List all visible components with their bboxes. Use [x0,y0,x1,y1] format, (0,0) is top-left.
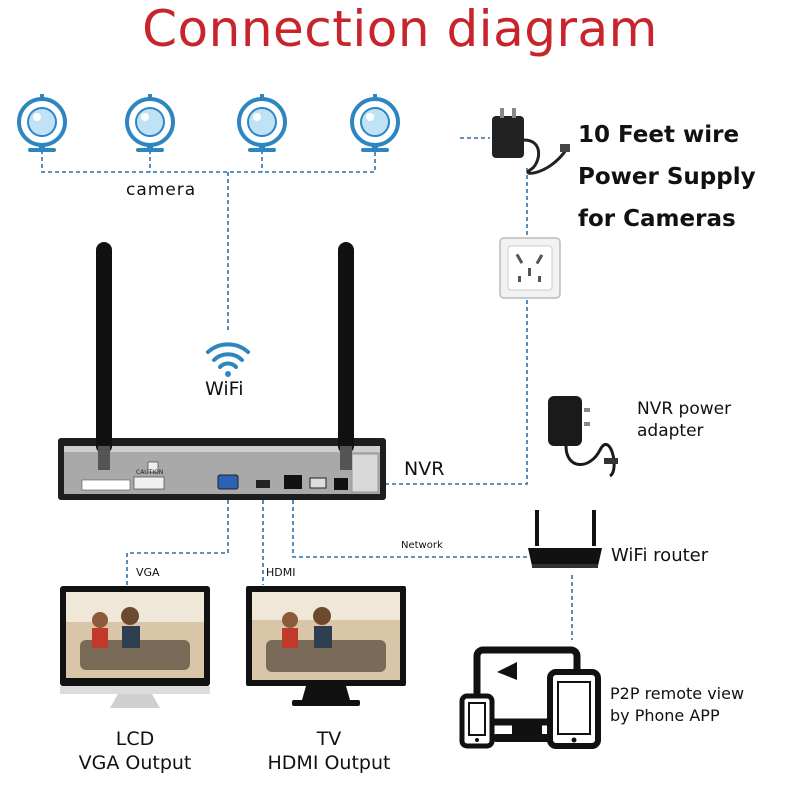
power-supply-line-1: 10 Feet wire [578,122,740,148]
power-adapter-icon [492,108,570,175]
camera-label: camera [126,180,197,200]
vga-label: VGA [136,566,160,579]
wifi-icon [206,342,250,377]
tablet-icon [547,669,601,749]
camera-group [17,94,400,152]
camera-icon [17,94,67,152]
camera-icon [350,94,400,152]
tv-line-1: TV [316,728,342,750]
diagram-title: Connection diagram [142,0,658,58]
phone-icon [459,693,495,749]
p2p-line-1: P2P remote view [610,684,745,703]
power-supply-label: 10 Feet wire Power Supply for Cameras [578,114,756,240]
nvr-device [58,242,386,500]
camera-icon [237,94,287,152]
vga-wire [126,500,229,585]
nvr-label: NVR [404,458,445,480]
nvr-adapter-line-2: adapter [637,421,704,441]
wifi-label: WiFi [205,378,244,400]
p2p-line-2: by Phone APP [610,706,720,725]
tv-icon [246,586,406,706]
router-icon [528,510,602,568]
power-supply-line-2: Power Supply [578,164,756,190]
nvr-adapter-line-1: NVR power [637,399,732,419]
p2p-label: P2P remote view by Phone APP [610,683,744,727]
connection-wires [41,137,573,640]
power-supply-line-3: for Cameras [578,206,736,232]
camera-icon [125,94,175,152]
monitor-icon [60,586,210,708]
lcd-label: LCD VGA Output [60,727,210,775]
wall-socket-icon [499,237,561,299]
lcd-line-2: VGA Output [78,752,192,774]
nvr-adapter-label: NVR power adapter [637,398,731,442]
lcd-line-1: LCD [115,728,155,750]
network-wire [292,500,530,558]
router-label: WiFi router [611,545,709,566]
camera-bus-wire [41,150,376,173]
socket-to-nvr-wire [382,300,528,485]
tv-label: TV HDMI Output [246,727,412,775]
nvr-adapter-icon [548,396,618,478]
network-label: Network [401,540,443,551]
hdmi-label: HDMI [266,566,296,579]
nvr-caution-label: CAUTION [136,469,163,476]
tv-line-2: HDMI Output [267,752,391,774]
